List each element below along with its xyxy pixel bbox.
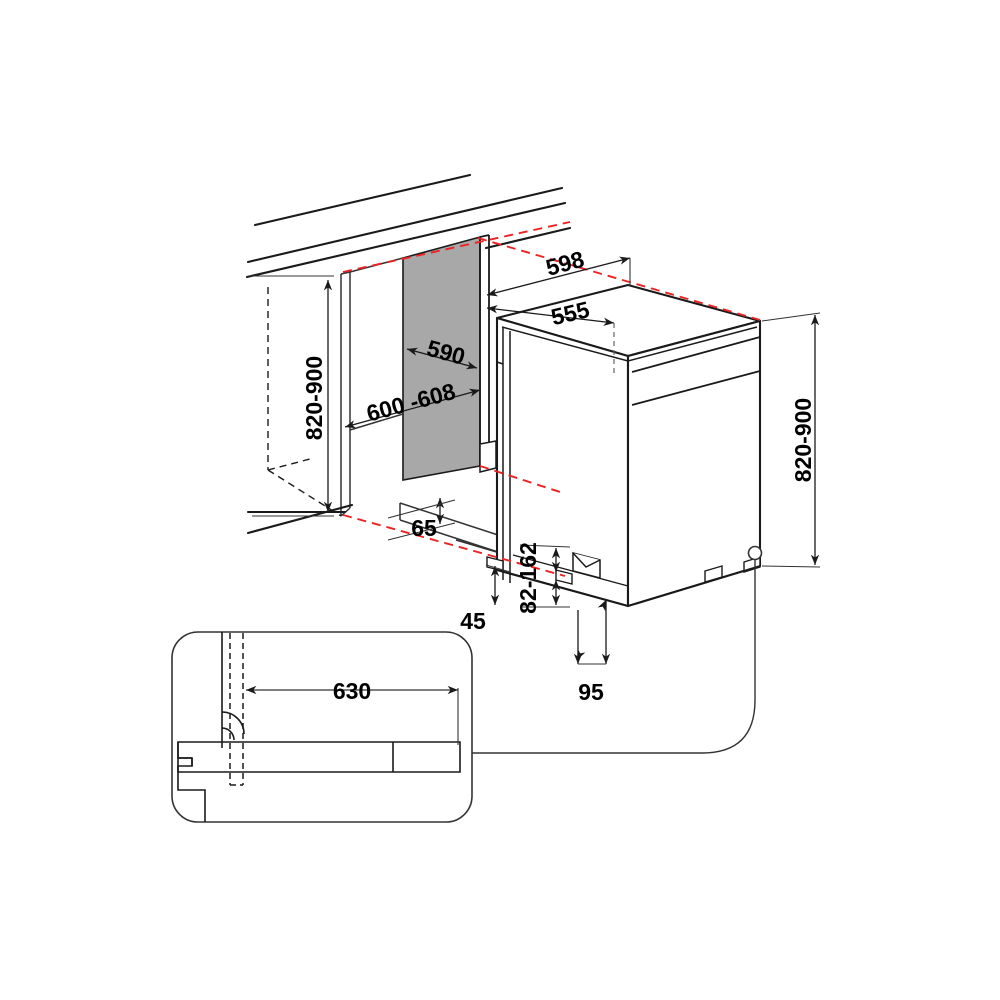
cabinet-hidden-edges bbox=[267, 287, 342, 517]
dim-plinth-recess-ext bbox=[387, 499, 456, 541]
appliance-base-rail bbox=[496, 565, 761, 607]
hose-bracket bbox=[572, 552, 601, 579]
dim-body-depth bbox=[486, 305, 615, 326]
detail-leader-line bbox=[472, 545, 763, 754]
dim-door-gap-ext bbox=[519, 544, 571, 608]
dim-label-door-gap: 82-162 bbox=[515, 542, 541, 614]
niche-recess-edges bbox=[349, 257, 404, 480]
dim-label-foot-offset: 95 bbox=[578, 679, 604, 705]
niche-right-jamb bbox=[479, 234, 497, 473]
dim-label-plinth-height: 45 bbox=[460, 608, 486, 634]
dim-height-left-ext bbox=[250, 275, 334, 517]
detail-door-channel bbox=[229, 633, 244, 786]
countertop-assembly bbox=[245, 173, 567, 279]
floor-lines bbox=[246, 503, 354, 535]
detail-inset-frame bbox=[171, 631, 473, 823]
dim-foot-offset bbox=[573, 600, 611, 664]
dim-plinth-height-ext bbox=[485, 564, 511, 573]
dim-niche-width bbox=[406, 347, 478, 370]
dim-height-right-ext bbox=[761, 312, 821, 568]
control-panel-band bbox=[631, 336, 761, 406]
appliance-lid-edge bbox=[501, 326, 758, 372]
dim-overall-depth bbox=[486, 256, 631, 297]
detail-open-door-panel bbox=[177, 741, 461, 773]
clearance-guide-lines bbox=[342, 221, 761, 577]
dim-niche-depth bbox=[344, 388, 481, 429]
appliance-body bbox=[495, 283, 762, 608]
detail-door-profile-step bbox=[177, 772, 206, 822]
dim-label-plinth-recess: 65 bbox=[411, 515, 437, 541]
countertop-right-span bbox=[484, 226, 572, 250]
dim-label-door-swing: 630 bbox=[333, 678, 371, 704]
dim-label-height-right: 820-900 bbox=[790, 398, 816, 482]
dim-label-overall-depth: 598 bbox=[543, 246, 587, 281]
door-front-edge bbox=[496, 328, 511, 583]
appliance-feet bbox=[486, 556, 761, 585]
dim-label-height-left: 820-900 bbox=[301, 356, 327, 440]
detail-hinge-arcs bbox=[221, 711, 245, 741]
door-lower-trim bbox=[512, 554, 629, 587]
detail-callout-marker bbox=[747, 545, 763, 561]
left-cabinet-side-panel bbox=[340, 271, 351, 517]
